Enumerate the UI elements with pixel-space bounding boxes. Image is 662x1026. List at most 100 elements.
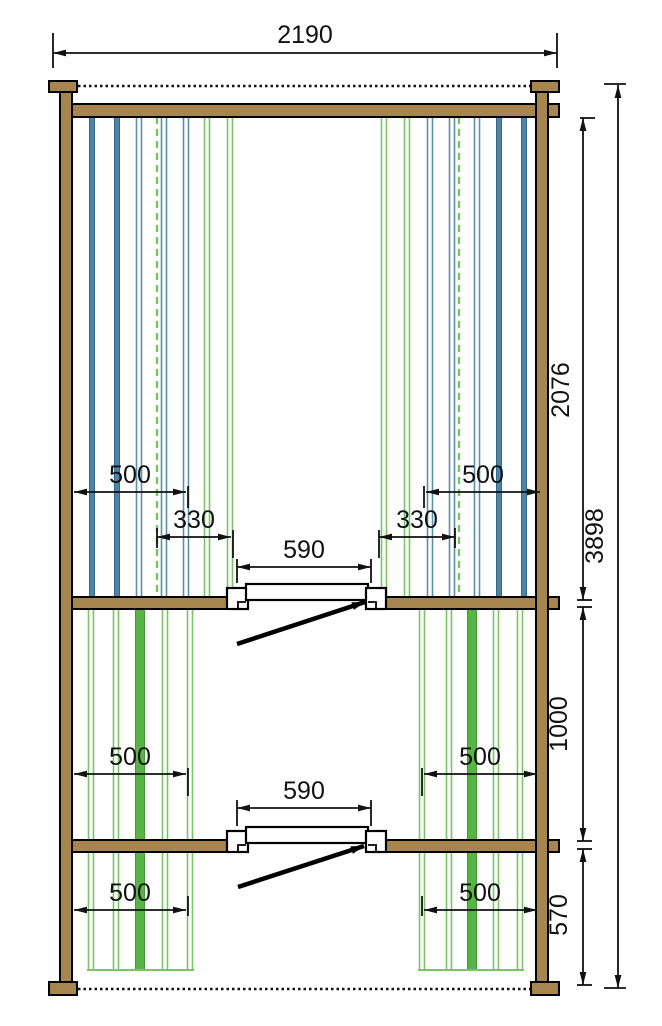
dimension-arrow [358, 563, 371, 571]
hatch-swing-arrow [350, 846, 364, 854]
batten-green-outline [226, 116, 234, 598]
hatch-lid [244, 825, 370, 845]
dimension-500: 500 [421, 879, 537, 916]
post-cap [48, 80, 78, 93]
beam [71, 103, 560, 118]
dimension-arrow [173, 770, 186, 778]
beam [372, 596, 560, 610]
dimension-label: 590 [283, 777, 325, 805]
dimension-label: 500 [109, 461, 151, 489]
dimension-label: 1000 [545, 696, 573, 752]
dimension-arrow [544, 49, 557, 57]
beam [71, 596, 238, 610]
batten-blue-solid [521, 116, 527, 598]
dimension-arrow [426, 488, 439, 496]
batten-green-solid [467, 608, 477, 841]
dimension-arrow [524, 906, 537, 914]
dimension-arrow [74, 770, 87, 778]
dimension-label: 500 [462, 461, 504, 489]
beam [71, 839, 238, 853]
dimension-2190: 2190 [52, 21, 558, 68]
post-cap [530, 981, 560, 996]
batten-green-outline [112, 608, 120, 841]
hatch-swing-line [237, 843, 365, 890]
dimension-3898: 3898 [581, 83, 626, 989]
batten-blue-solid [89, 116, 95, 598]
hatch-lid [244, 582, 370, 602]
dimension-label: 2076 [547, 362, 575, 418]
dimension-arrow [442, 533, 455, 541]
batten-blue-outline [135, 116, 143, 598]
dimension-arrow [379, 533, 392, 541]
dimension-arrow [74, 488, 87, 496]
dimension-1000: 1000 [545, 606, 592, 842]
dimension-label: 570 [545, 894, 573, 936]
hatch-notch [368, 844, 377, 852]
dimension-590: 590 [236, 536, 372, 583]
hatch-assembly [225, 582, 388, 647]
dimension-arrow [524, 770, 537, 778]
dimension-label: 590 [283, 536, 325, 564]
dimension-500: 500 [74, 461, 189, 508]
hatch-notch [237, 844, 246, 852]
hatch-assembly [225, 825, 388, 890]
batten-blue-outline [448, 116, 456, 598]
dimension-500: 500 [421, 743, 537, 796]
batten-green-solid [135, 608, 145, 841]
batten-blue-outline [473, 116, 481, 598]
dimension-arrow [527, 488, 540, 496]
post-cap [48, 981, 78, 996]
batten-blue-solid [114, 116, 120, 598]
dimension-arrow [218, 533, 231, 541]
dimension-arrow [157, 533, 170, 541]
dimension-330: 330 [378, 506, 456, 558]
post-cap [530, 80, 560, 93]
dimension-arrow [579, 849, 587, 862]
hatch-notch [237, 601, 246, 609]
dimension-500: 500 [74, 879, 189, 916]
dimension-arrow [74, 906, 87, 914]
dimension-arrow [358, 804, 371, 812]
dimension-arrow [53, 49, 66, 57]
dimension-330: 330 [156, 506, 234, 558]
batten-green-outline [380, 116, 388, 598]
batten-blue-outline [160, 116, 168, 598]
batten-green-outline [418, 608, 426, 841]
dimension-arrow [237, 804, 250, 812]
dimension-label: 500 [109, 879, 151, 907]
dimension-arrow [424, 770, 437, 778]
batten-green-solid [135, 851, 145, 971]
batten-green-outline [87, 851, 95, 971]
dimension-label: 500 [459, 879, 501, 907]
batten-green-outline [112, 851, 120, 971]
hatch-notch [368, 601, 377, 609]
hatch-swing-arrow [351, 602, 365, 610]
dimension-label: 500 [459, 743, 501, 771]
batten-green-outline [445, 608, 453, 841]
batten-green-outline [492, 608, 500, 841]
dimension-label: 2190 [277, 21, 333, 49]
dimension-arrow [579, 972, 587, 985]
dimension-label: 330 [396, 506, 438, 534]
dimension-570: 570 [545, 848, 592, 986]
batten-green-outline [445, 851, 453, 971]
dimension-590: 590 [236, 777, 372, 826]
batten-green-solid [467, 851, 477, 971]
post [59, 89, 73, 984]
dimension-label: 500 [109, 743, 151, 771]
dimension-arrow [237, 563, 250, 571]
batten-blue-solid [496, 116, 502, 598]
batten-green-outline [516, 851, 524, 971]
batten-green-outline [516, 608, 524, 841]
dimension-arrow [579, 828, 587, 841]
dimension-arrow [173, 488, 186, 496]
dimension-arrow [614, 975, 622, 988]
dimension-500: 500 [74, 743, 189, 796]
batten-green-outline [492, 851, 500, 971]
dimension-arrow [579, 587, 587, 600]
dimension-arrow [579, 118, 587, 131]
batten-green-outline [161, 851, 169, 971]
batten-green-outline [186, 608, 194, 841]
beam [372, 839, 560, 853]
